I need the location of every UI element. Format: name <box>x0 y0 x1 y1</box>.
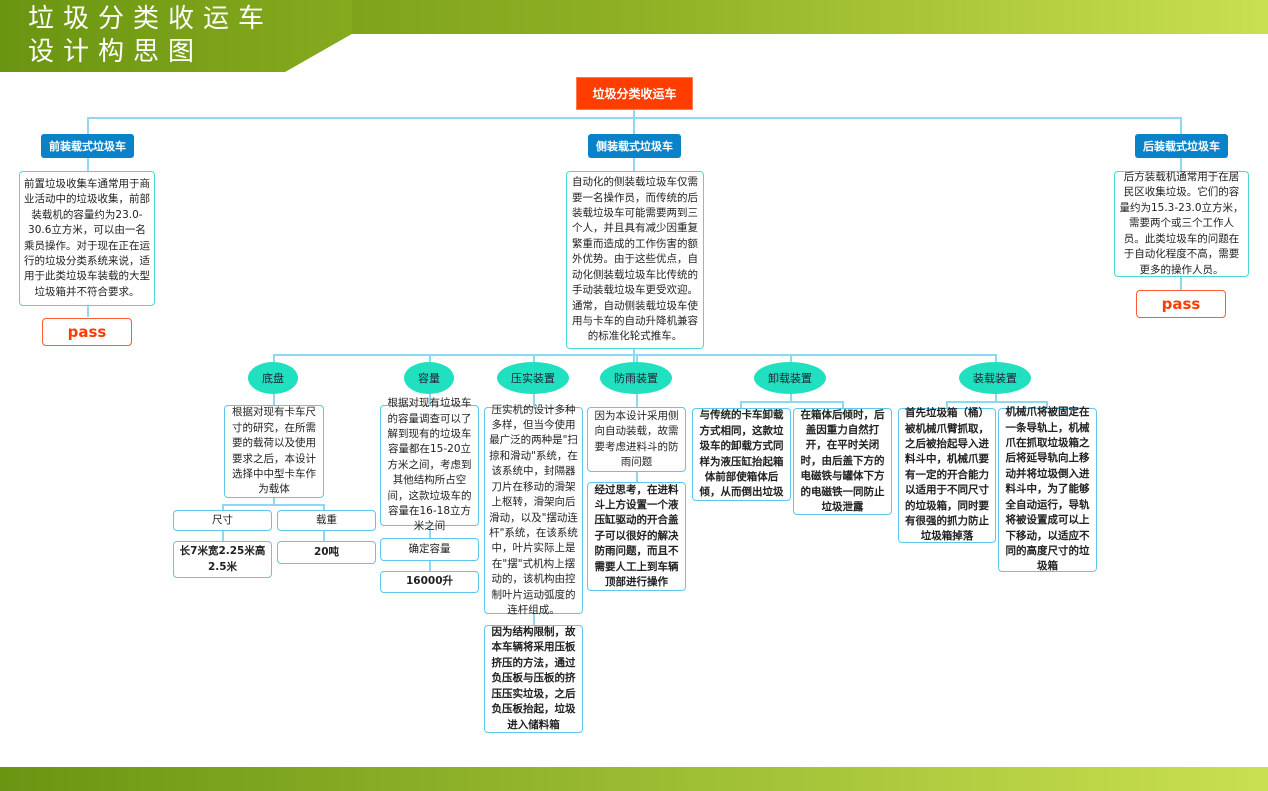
header-title-panel <box>0 0 352 72</box>
capacity-desc: 根据对现有垃圾车的容量调查可以了解到现有的垃圾车容量都在15-20立方米之间，考… <box>380 397 479 532</box>
unloading-item: 与传统的卡车卸载方式相同，这款垃圾车的卸载方式同样为液压缸抬起箱体前部使箱体后倾… <box>692 408 791 501</box>
capacity-sub-value: 16000升 <box>380 571 479 593</box>
connector <box>633 110 635 135</box>
rainproof-desc: 因为本设计采用侧向自动装载，故需要考虑进料斗的防雨问题 <box>587 407 686 472</box>
chassis-load-value: 20吨 <box>277 541 376 564</box>
node-loading[interactable]: 装载装置 <box>959 362 1031 394</box>
chassis-load-label: 载重 <box>277 510 376 531</box>
front-loader-verdict: pass <box>42 318 132 346</box>
root-node[interactable]: 垃圾分类收运车 <box>576 77 693 110</box>
connector <box>946 401 948 409</box>
node-capacity[interactable]: 容量 <box>404 362 454 394</box>
rainproof-conclusion: 经过思考，在进料斗上方设置一个液压缸驱动的开合盖子可以很好的解决防雨问题，而且不… <box>587 482 686 591</box>
rear-loader-desc: 后方装载机通常用于在居民区收集垃圾。它们的容量约为15.3-23.0立方米，需要… <box>1114 171 1249 277</box>
compactor-desc: 压实机的设计多种多样，但当今使用最广泛的两种是"扫掠和滑动"系统，在该系统中，封… <box>484 404 583 616</box>
rear-loader-verdict: pass <box>1136 290 1226 318</box>
connector <box>87 117 1181 119</box>
loading-item: 首先垃圾箱（桶）被机械爪臂抓取，之后被抬起导入进料斗中，机械爪要有一定的开合能力… <box>898 407 996 543</box>
capacity-sub-label: 确定容量 <box>380 538 479 561</box>
node-front-loader[interactable]: 前装载式垃圾车 <box>41 134 134 158</box>
side-loader-desc: 自动化的侧装载垃圾车仅需要一名操作员，而传统的后装载垃圾车可能需要两到三个人，并… <box>566 171 704 349</box>
footer-band <box>0 767 1268 791</box>
node-rear-loader[interactable]: 后装载式垃圾车 <box>1135 134 1228 158</box>
page-title-line1: 垃圾分类收运车 <box>28 4 274 34</box>
compactor-conclusion: 因为结构限制，故本车辆将采用压板挤压的方法，通过负压板与压板的挤压压实垃圾，之后… <box>484 625 583 733</box>
node-unloading[interactable]: 卸载装置 <box>754 362 826 394</box>
connector <box>273 354 996 356</box>
node-compactor[interactable]: 压实装置 <box>497 362 569 394</box>
connector <box>740 401 742 409</box>
connector <box>740 401 843 403</box>
loading-item: 机械爪将被固定在一条导轨上，机械爪在抓取垃圾箱之后将延导轨向上移动并将垃圾倒入进… <box>998 406 1097 572</box>
chassis-desc: 根据对现有卡车尺寸的研究，在所需要的载荷以及使用要求之后，本设计选择中中型卡车作… <box>224 405 324 498</box>
front-loader-desc: 前置垃圾收集车通常用于商业活动中的垃圾收集，前部装载机的容量约为23.0-30.… <box>19 171 155 306</box>
connector <box>842 401 844 409</box>
node-chassis[interactable]: 底盘 <box>248 362 298 394</box>
node-rainproof[interactable]: 防雨装置 <box>600 362 672 394</box>
unloading-item: 在箱体后倾时，后盖因重力自然打开，在平时关闭时，由后盖下方的电磁铁与罐体下方的电… <box>793 408 892 515</box>
connector <box>1046 401 1048 409</box>
page-title-line2: 设计构思图 <box>28 37 204 67</box>
node-side-loader[interactable]: 侧装载式垃圾车 <box>588 134 681 158</box>
chassis-size-value: 长7米宽2.25米高2.5米 <box>173 541 272 578</box>
connector <box>946 401 1047 403</box>
connector <box>222 504 324 506</box>
chassis-size-label: 尺寸 <box>173 510 272 531</box>
